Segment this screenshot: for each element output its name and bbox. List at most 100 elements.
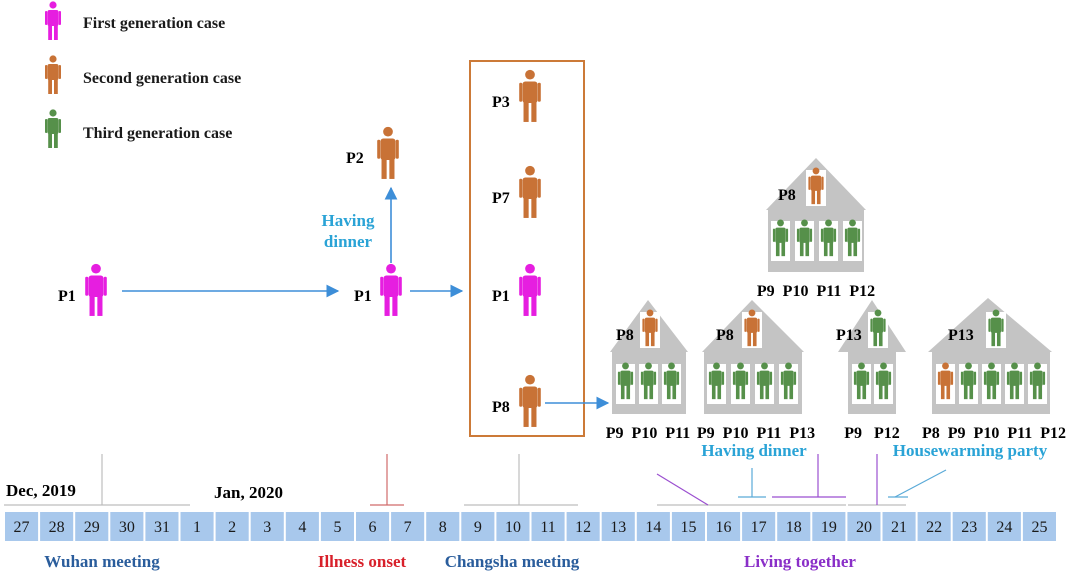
timeline-day-cell — [882, 512, 916, 541]
house-resident-figure — [937, 362, 954, 400]
house-1-owner-label: P8 — [616, 327, 634, 344]
house-resident-figure — [640, 362, 657, 400]
timeline-brackets — [4, 454, 947, 506]
house-resident-figure — [796, 219, 813, 257]
p1-dinner-figure — [380, 263, 402, 316]
house-resident-figure — [875, 362, 892, 400]
timeline-day-label: 10 — [505, 519, 521, 536]
phase-changsha-label: Changsha meeting — [445, 552, 580, 571]
timeline-day-cell — [777, 512, 811, 541]
timeline-day-cell — [250, 512, 284, 541]
house-1-owner-figure — [642, 309, 658, 347]
timeline-day-cell — [707, 512, 741, 541]
p2-figure — [377, 126, 399, 179]
house-resident-figure — [617, 362, 634, 400]
house-1-resident-labels: P9 P10 P11 — [606, 425, 690, 442]
timeline-day-cell — [987, 512, 1021, 541]
timeline-day-label: 25 — [1031, 519, 1047, 536]
house-resident-figure — [756, 362, 773, 400]
timeline-day-cell — [671, 512, 705, 541]
house-top: P8 P9 P10 P11 P12 — [757, 158, 875, 300]
timeline-day-cell — [356, 512, 390, 541]
box-p3-figure — [519, 69, 541, 122]
house-resident-figure — [708, 362, 725, 400]
house-resident-figure — [1006, 362, 1023, 400]
house-resident-figure — [1029, 362, 1046, 400]
timeline-day-cell — [531, 512, 565, 541]
house-top-owner-figure — [808, 167, 824, 205]
house-top-resident-labels: P9 P10 P11 P12 — [757, 283, 875, 300]
timeline-day-cell — [952, 512, 986, 541]
house-resident-figure — [983, 362, 1000, 400]
having-dinner-label: Having dinner — [701, 441, 807, 460]
box-p1-figure — [519, 263, 541, 316]
house-resident-figure — [853, 362, 870, 400]
timeline-day-cell — [847, 512, 881, 541]
timeline-day-label: 23 — [961, 519, 977, 536]
house-resident-figure — [732, 362, 749, 400]
house-4-owner-label: P13 — [948, 327, 974, 344]
house-2-resident-labels: P9 P10 P11 P13 — [697, 425, 815, 442]
timeline-day-cell — [320, 512, 354, 541]
house-top-owner-label: P8 — [778, 187, 796, 204]
dinner-p2-label-2: dinner — [324, 232, 373, 251]
house-2-owner-figure — [744, 309, 760, 347]
changsha-group-box — [469, 60, 585, 437]
timeline-day-label: 2 — [228, 519, 236, 536]
timeline-day-label: 24 — [996, 519, 1012, 536]
p1-dinner-label: P1 — [354, 288, 372, 305]
timeline-day-cell — [285, 512, 319, 541]
timeline-day-label: 4 — [298, 519, 306, 536]
timeline-day-cell — [1022, 512, 1056, 541]
house-resident-figure — [844, 219, 861, 257]
house-resident-figure — [663, 362, 680, 400]
timeline-day-cell — [496, 512, 530, 541]
house-resident-figure — [780, 362, 797, 400]
timeline-day-cell — [180, 512, 214, 541]
timeline-day-cell — [5, 512, 39, 541]
housewarming-label: Housewarming party — [893, 441, 1048, 460]
timeline-day-cell — [215, 512, 249, 541]
box-p3-label: P3 — [492, 94, 510, 111]
timeline-day-label: 20 — [856, 519, 872, 536]
timeline-day-label: 18 — [786, 519, 802, 536]
timeline-day-cell — [40, 512, 74, 541]
house-3-owner-label: P13 — [836, 327, 862, 344]
house-1: P8 P9 P10 P11 — [606, 300, 690, 442]
timeline-day-label: 12 — [575, 519, 591, 536]
legend-second-icon — [45, 55, 61, 94]
timeline-day-cell — [636, 512, 670, 541]
box-p8-label: P8 — [492, 399, 510, 416]
timeline-day-label: 13 — [610, 519, 626, 536]
timeline-day-label: 17 — [751, 519, 767, 536]
phase-wuhan-label: Wuhan meeting — [44, 552, 160, 571]
timeline-day-label: 8 — [439, 519, 447, 536]
timeline-day-cell — [145, 512, 179, 541]
timeline-day-label: 31 — [154, 519, 170, 536]
house-resident-figure — [820, 219, 837, 257]
timeline-day-label: 11 — [540, 519, 555, 536]
timeline-day-cell — [917, 512, 951, 541]
house-3-resident-labels: P9 P12 — [844, 425, 900, 442]
timeline-day-cell — [426, 512, 460, 541]
house-4-resident-labels: P8 P9 P10 P11 P12 — [922, 425, 1066, 442]
p1-wuhan-figure — [85, 263, 107, 316]
timeline-day-label: 19 — [821, 519, 837, 536]
legend: First generation case Second generation … — [45, 1, 241, 148]
timeline-day-label: 3 — [263, 519, 271, 536]
timeline-day-cell — [110, 512, 144, 541]
box-p7-figure — [519, 165, 541, 218]
legend-third-label: Third generation case — [83, 125, 232, 142]
timeline-day-label: 29 — [84, 519, 100, 536]
timeline-day-label: 14 — [645, 519, 661, 536]
timeline-day-label: 21 — [891, 519, 907, 536]
timeline-day-cell — [601, 512, 635, 541]
timeline-day-label: 27 — [14, 519, 30, 536]
timeline-day-cell — [391, 512, 425, 541]
p1-wuhan-label: P1 — [58, 288, 76, 305]
dec-label: Dec, 2019 — [6, 481, 76, 500]
house-2-owner-label: P8 — [716, 327, 734, 344]
timeline-day-cell — [75, 512, 109, 541]
house-3: P13 P9 P12 — [836, 300, 906, 442]
